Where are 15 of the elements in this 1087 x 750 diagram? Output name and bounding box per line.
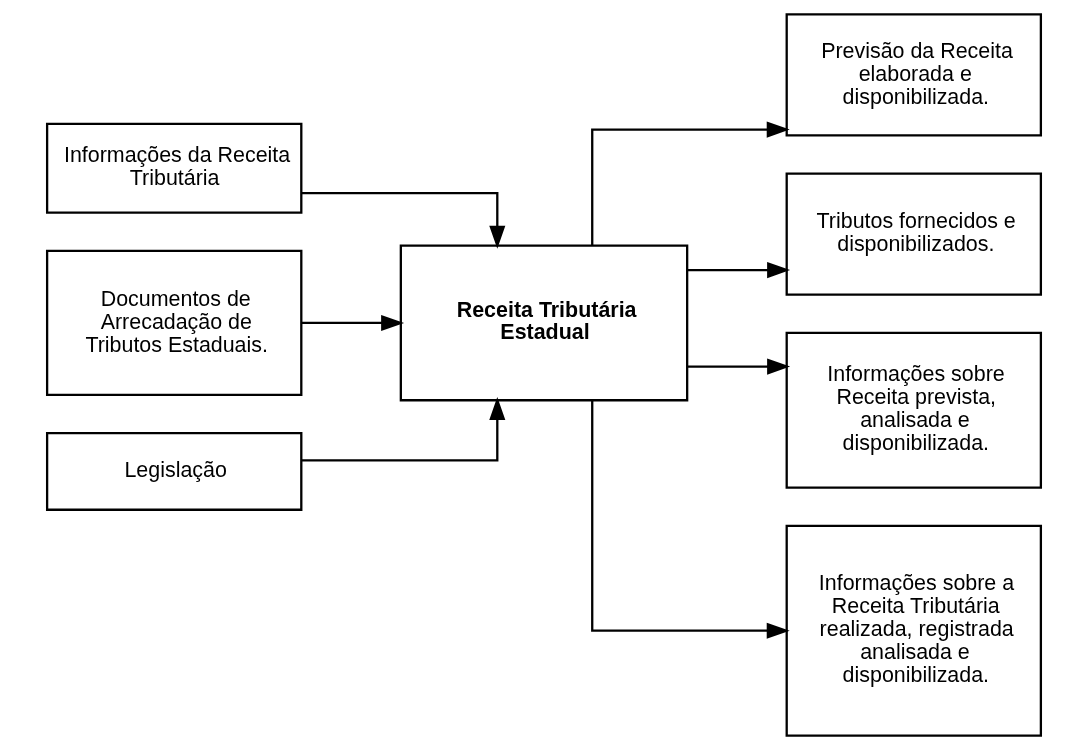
arrow: [590, 400, 790, 639]
arrow: [687, 358, 790, 375]
node-box: Legislação: [45, 432, 302, 511]
node-box: Informações sobre a Receita Tributária realizada, registrada analisada e disponibilizada.: [785, 524, 1042, 737]
node-box: Previsão da Receita elaborada e disponibilizada.: [785, 13, 1042, 137]
arrow: [300, 314, 404, 331]
node-box: Informações da Receita Tributária: [45, 122, 302, 214]
node-box: Tributos fornecidos e disponibilizados.: [785, 172, 1042, 296]
node-box: Informações sobre Receita prevista, analisada e disponibilizada.: [785, 331, 1042, 489]
node-box: Receita Tributária Estadual: [399, 244, 688, 402]
arrow: [300, 192, 505, 249]
arrow: [300, 397, 505, 462]
arrow: [687, 262, 790, 279]
arrow: [590, 121, 790, 246]
node-box: Documentos de Arrecadação de Tributos Estaduais.: [45, 249, 302, 397]
